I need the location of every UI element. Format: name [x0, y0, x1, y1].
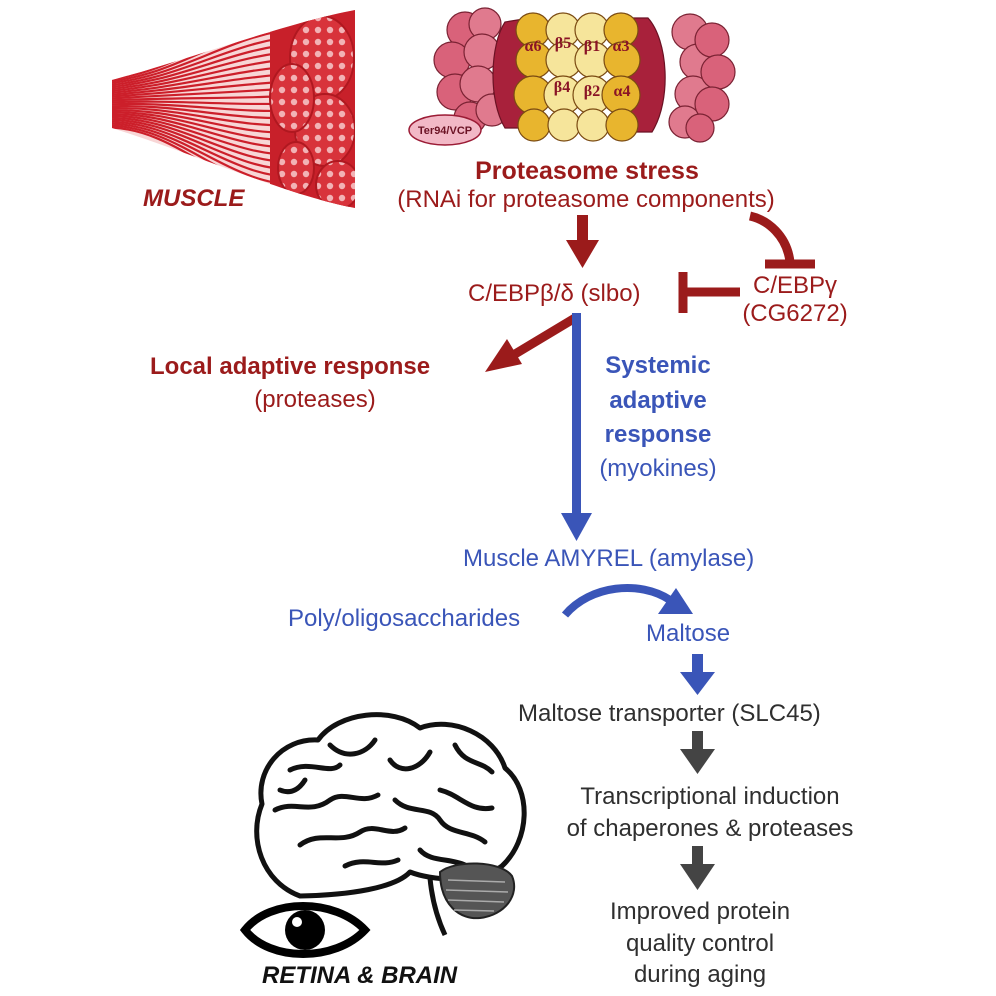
- cebpg-inhibits-cebpbd: [678, 272, 740, 313]
- vcp-label: Ter94/VCP: [418, 125, 472, 137]
- systemic-line2: adaptive: [609, 387, 707, 414]
- muscle-illustration: [112, 10, 355, 208]
- outcome-line1: Improved protein: [609, 898, 791, 925]
- cebp-beta-delta: C/EBPβ/δ (slbo): [468, 280, 641, 307]
- stress-title: Proteasome stress: [475, 157, 699, 185]
- proteasome-subunit: [605, 108, 639, 142]
- retina-brain-label: RETINA & BRAIN: [262, 962, 458, 989]
- subunit-label: α6: [525, 38, 542, 55]
- maltose-label: Maltose: [646, 620, 731, 647]
- maltose-to-transporter-arrow: [680, 654, 715, 695]
- subunit-label: α4: [614, 83, 631, 100]
- systemic-line3: response: [604, 421, 712, 448]
- induction-line2: of chaperones & proteases: [566, 815, 854, 842]
- brain-stem: [427, 877, 448, 937]
- transporter-label: Maltose transporter (SLC45): [518, 700, 821, 727]
- brain-illustration: [254, 712, 527, 899]
- cerebellum: [438, 862, 516, 920]
- proteasome-subunit: [517, 108, 551, 142]
- stress-subtitle: (RNAi for proteasome components): [397, 186, 775, 213]
- induction-to-outcome-arrow: [680, 846, 715, 890]
- poly-label: Poly/oligosaccharides: [288, 605, 521, 632]
- proteasome-illustration: Ter94/VCP α6 β5 β1 α3 β4 β2 α4: [408, 7, 736, 146]
- cebp-to-local-arrow: [485, 314, 578, 372]
- cebp-gamma-line1: C/EBPγ: [752, 272, 838, 299]
- subunit-label: β2: [584, 83, 600, 100]
- stress-inhibits-cebpg: [748, 211, 815, 269]
- local-response-subtitle: (proteases): [254, 386, 376, 413]
- proteasome-subunit: [576, 108, 610, 142]
- subunit-label: β4: [554, 79, 570, 96]
- stress-to-cebp-arrow: [566, 215, 599, 268]
- cebp-to-amyrel-arrow: [561, 313, 592, 541]
- amyrel-label: Muscle AMYREL (amylase): [463, 545, 755, 572]
- subunit-label: β1: [584, 38, 600, 55]
- outcome-line2: quality control: [625, 930, 775, 957]
- muscle-cross-section: [269, 10, 355, 208]
- transporter-to-induction-arrow: [680, 731, 715, 774]
- systemic-line1: Systemic: [605, 352, 711, 379]
- proteasome-right-cap: [668, 13, 736, 143]
- cebp-gamma-line2: (CG6272): [742, 300, 848, 327]
- proteasome-subunit: [547, 108, 581, 142]
- outcome-line3: during aging: [633, 961, 767, 988]
- muscle-label: MUSCLE: [143, 185, 245, 212]
- subunit-label: α3: [613, 38, 630, 55]
- induction-line1: Transcriptional induction: [580, 783, 840, 810]
- subunit-label: β5: [555, 35, 571, 52]
- eye-icon: [239, 902, 371, 958]
- local-response-title: Local adaptive response: [150, 353, 431, 380]
- poly-to-maltose-arrow: [561, 584, 693, 618]
- systemic-line4: (myokines): [599, 455, 717, 482]
